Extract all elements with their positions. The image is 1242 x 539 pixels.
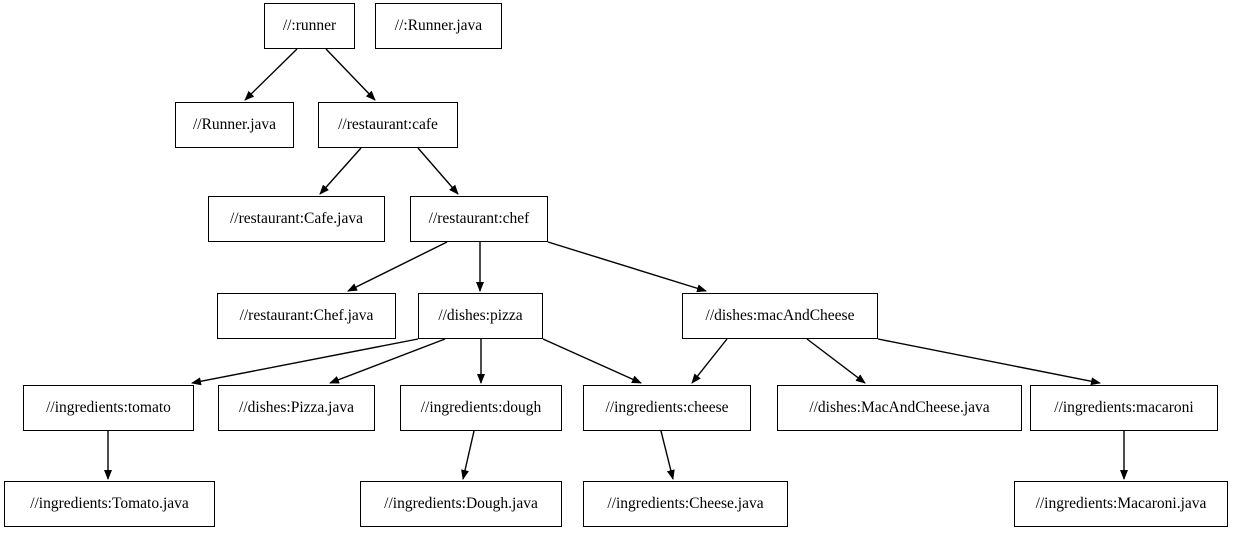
graph-node-ing_cheese[interactable]: //ingredients:cheese	[583, 385, 751, 431]
graph-node-tomato_java[interactable]: //ingredients:Tomato.java	[4, 481, 215, 527]
graph-node-label: //:Runner.java	[394, 17, 483, 35]
graph-node-ing_tomato[interactable]: //ingredients:tomato	[23, 385, 194, 431]
graph-node-label: //:runner	[282, 17, 337, 35]
graph-node-label: //dishes:Pizza.java	[239, 399, 354, 417]
graph-node-dough_java[interactable]: //ingredients:Dough.java	[360, 481, 562, 527]
graph-node-cheese_java[interactable]: //ingredients:Cheese.java	[583, 481, 788, 527]
graph-node-label: //restaurant:cafe	[338, 116, 438, 134]
graph-node-label: //ingredients:Macaroni.java	[1035, 495, 1207, 513]
graph-node-ing_dough[interactable]: //ingredients:dough	[400, 385, 562, 431]
graph-node-runner[interactable]: //:runner	[264, 3, 355, 49]
graph-node-dishes_mac[interactable]: //dishes:macAndCheese	[682, 293, 878, 339]
graph-node-runner_java_root[interactable]: //:Runner.java	[375, 3, 502, 49]
graph-node-macaroni_java[interactable]: //ingredients:Macaroni.java	[1014, 481, 1228, 527]
graph-node-label: //restaurant:chef	[428, 210, 530, 228]
graph-node-label: //ingredients:Dough.java	[384, 495, 538, 513]
graph-node-chef_java[interactable]: //restaurant:Chef.java	[217, 293, 396, 339]
graph-node-label: //ingredients:Tomato.java	[30, 495, 189, 513]
graph-node-runner_java[interactable]: //Runner.java	[175, 102, 294, 148]
graph-node-label: //ingredients:tomato	[46, 399, 171, 417]
graph-node-mac_java[interactable]: //dishes:MacAndCheese.java	[777, 385, 1022, 431]
graph-node-pizza_java[interactable]: //dishes:Pizza.java	[218, 385, 375, 431]
graph-node-label: //restaurant:Cafe.java	[230, 210, 363, 228]
graph-node-label: //ingredients:Cheese.java	[607, 495, 764, 513]
graph-node-cafe_java[interactable]: //restaurant:Cafe.java	[208, 196, 385, 242]
graph-node-restaurant_chef[interactable]: //restaurant:chef	[410, 196, 548, 242]
graph-node-label: //ingredients:dough	[420, 399, 542, 417]
graph-node-label: //restaurant:Chef.java	[239, 307, 374, 325]
graph-node-ing_macaroni[interactable]: //ingredients:macaroni	[1030, 385, 1218, 431]
graph-node-restaurant_cafe[interactable]: //restaurant:cafe	[318, 102, 458, 148]
graph-node-dishes_pizza[interactable]: //dishes:pizza	[418, 293, 543, 339]
graph-node-label: //Runner.java	[192, 116, 277, 134]
graph-node-label: //ingredients:macaroni	[1054, 399, 1194, 417]
graph-node-label: //dishes:pizza	[438, 307, 523, 325]
graph-node-label: //dishes:macAndCheese	[705, 307, 855, 325]
graph-node-label: //ingredients:cheese	[605, 399, 729, 417]
graph-node-label: //dishes:MacAndCheese.java	[809, 399, 990, 417]
